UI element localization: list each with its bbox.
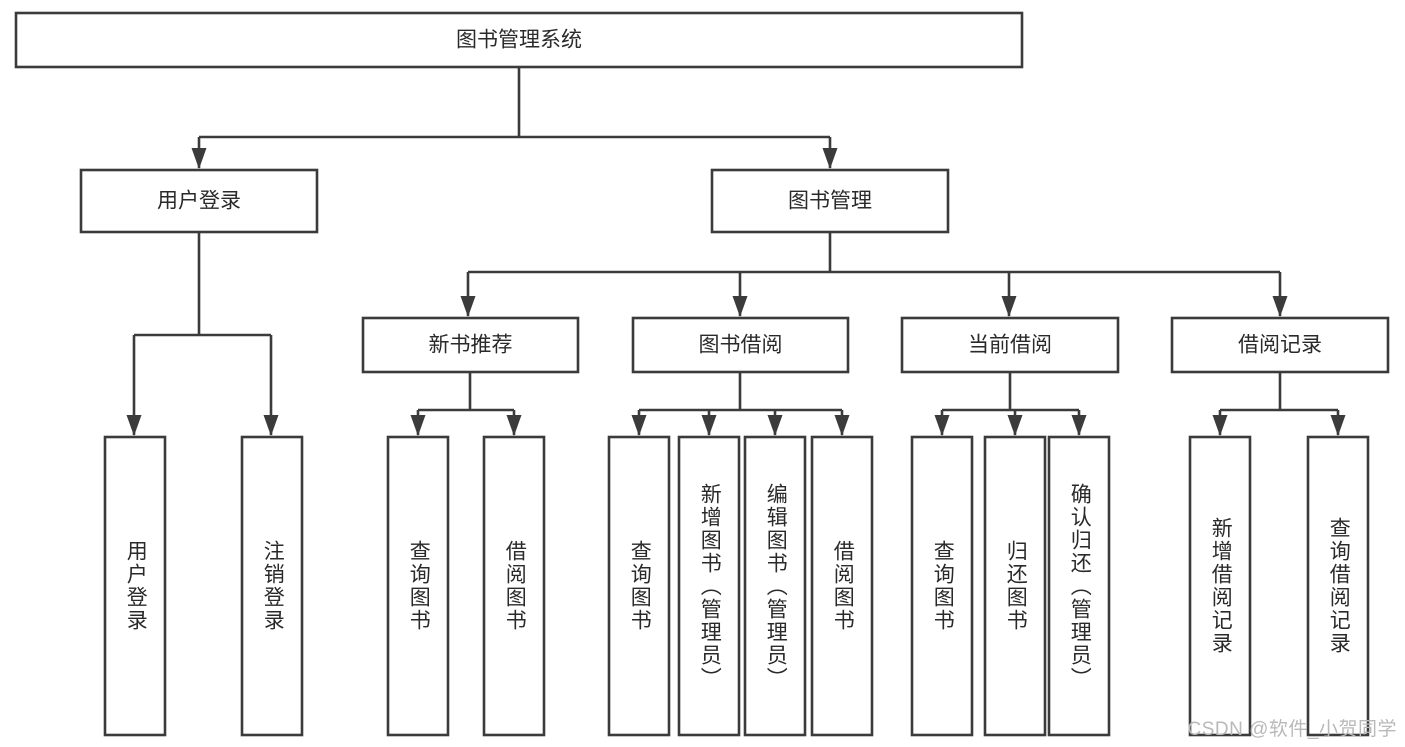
- watermark: CSDN @软件_小贺同学: [1187, 719, 1397, 740]
- arrow-head-icon-book-2: [1001, 296, 1017, 317]
- node-box-leaf-8[interactable]: [910, 435, 974, 737]
- arrow-head-icon-g1-0: [631, 415, 647, 436]
- node-box-leaf-9[interactable]: [983, 435, 1047, 737]
- node-box-leaf-5[interactable]: [677, 435, 741, 737]
- node-box-leaf-4[interactable]: [607, 435, 671, 737]
- arrow-head-icon-book-3: [1272, 296, 1288, 317]
- arrow-head-icon-g0-0: [410, 415, 426, 436]
- node-label-level3-3: 借阅记录: [1238, 334, 1322, 357]
- node-box-level3-2[interactable]: [900, 316, 1120, 374]
- node-box-root[interactable]: [14, 11, 1024, 69]
- node-box-level3-1[interactable]: [631, 316, 850, 374]
- arrow-head-icon-g2-2: [1071, 415, 1087, 436]
- node-label-level2-1: 图书管理: [788, 190, 872, 213]
- node-box-leaf-10[interactable]: [1047, 435, 1111, 737]
- arrow-head-icon-g1-3: [834, 415, 850, 436]
- node-box-level3-3[interactable]: [1170, 316, 1390, 374]
- node-box-leaf-12[interactable]: [1306, 435, 1370, 737]
- arrow-head-icon-user-1: [263, 415, 279, 436]
- node-label-level3-2: 当前借阅: [968, 334, 1052, 357]
- arrow-head-icon-root-1: [822, 148, 838, 169]
- arrow-head-icon-g3-1: [1330, 415, 1346, 436]
- node-label-level3-1: 图书借阅: [699, 334, 783, 357]
- node-box-level2-1[interactable]: [710, 168, 950, 234]
- arrow-head-icon-g1-1: [701, 415, 717, 436]
- arrow-head-icon-g1-2: [767, 415, 783, 436]
- node-box-leaf-7[interactable]: [810, 435, 874, 737]
- node-box-level2-0[interactable]: [79, 168, 319, 234]
- node-label-level3-0: 新书推荐: [429, 334, 513, 357]
- arrow-head-icon-g3-0: [1212, 415, 1228, 436]
- arrow-head-icon-root-0: [191, 148, 207, 169]
- node-box-leaf-11[interactable]: [1188, 435, 1252, 737]
- node-box-leaf-0[interactable]: [103, 435, 167, 737]
- node-box-leaf-2[interactable]: [386, 435, 450, 737]
- node-box-leaf-3[interactable]: [482, 435, 546, 737]
- arrow-head-icon-book-1: [732, 296, 748, 317]
- node-box-level3-0[interactable]: [361, 316, 580, 374]
- node-box-leaf-6[interactable]: [743, 435, 807, 737]
- node-box-leaf-1[interactable]: [240, 435, 304, 737]
- node-boxes: [14, 11, 1390, 737]
- node-label-level2-0: 用户登录: [157, 190, 241, 213]
- arrow-head-icon-g0-1: [506, 415, 522, 436]
- arrow-head-icon-user-0: [126, 415, 142, 436]
- connector-edges: [126, 67, 1346, 436]
- arrow-head-icon-g2-0: [934, 415, 950, 436]
- arrow-head-icon-g2-1: [1007, 415, 1023, 436]
- arrow-head-icon-book-0: [460, 296, 476, 317]
- node-label-root: 图书管理系统: [456, 29, 582, 52]
